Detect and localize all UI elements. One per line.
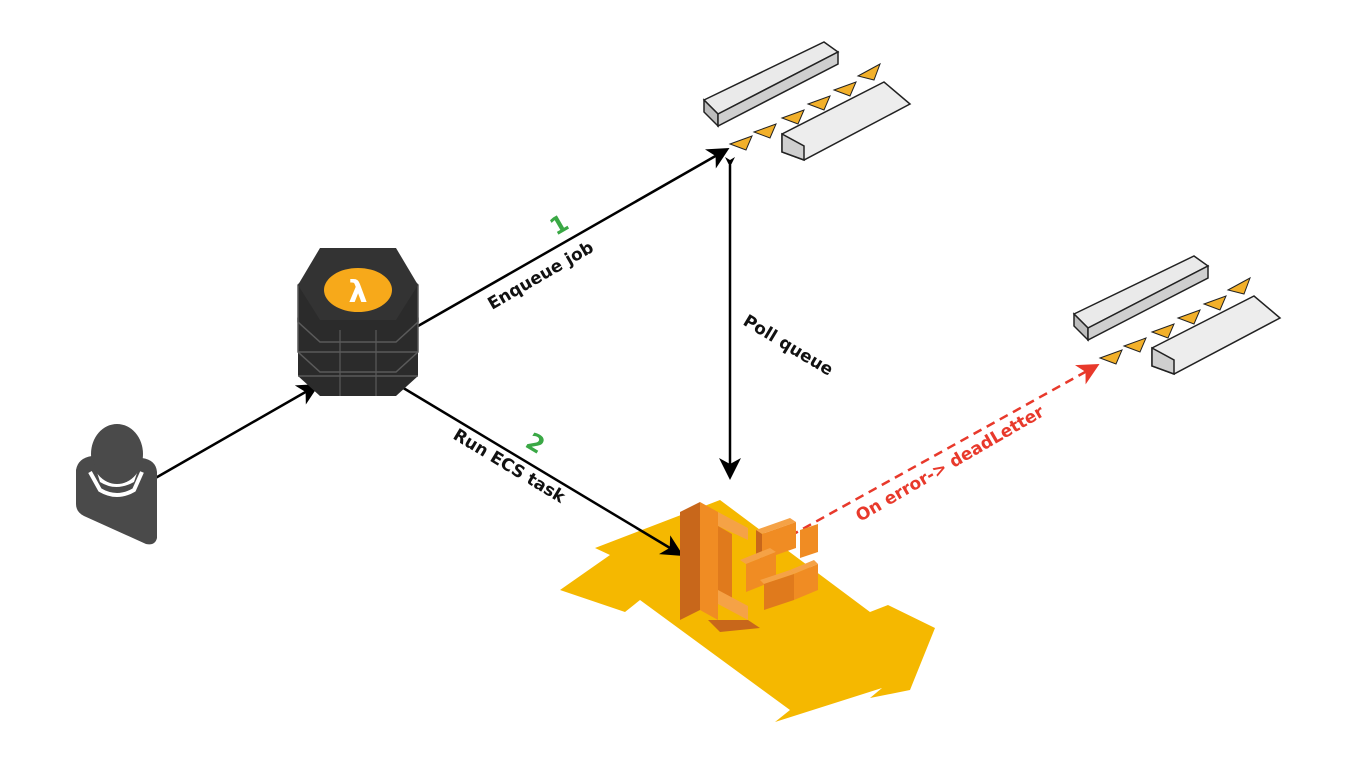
run-step-number: 2 [521, 427, 550, 460]
connector-on-error-dead-letter [789, 364, 1100, 538]
poll-queue-label: Poll queue [739, 311, 836, 380]
lambda-server-icon: λ [297, 248, 419, 396]
user-icon [76, 424, 157, 545]
lambda-icon: λ [324, 268, 392, 312]
sqs-queue-icon [702, 41, 912, 162]
connector-user-to-lambda [151, 384, 320, 482]
enqueue-job-label: Enqueue job [485, 238, 598, 315]
ecs-icon [680, 502, 818, 632]
connector-run-ecs-task [399, 384, 684, 557]
connector-enqueue-job [417, 148, 730, 328]
run-ecs-task-label: Run ECS task [449, 425, 569, 508]
enqueue-step-number: 1 [545, 209, 573, 242]
on-error-dead-letter-label: On error-> deadLetter [853, 402, 1049, 527]
dead-letter-queue-icon [1072, 255, 1282, 376]
svg-text:λ: λ [349, 275, 368, 310]
